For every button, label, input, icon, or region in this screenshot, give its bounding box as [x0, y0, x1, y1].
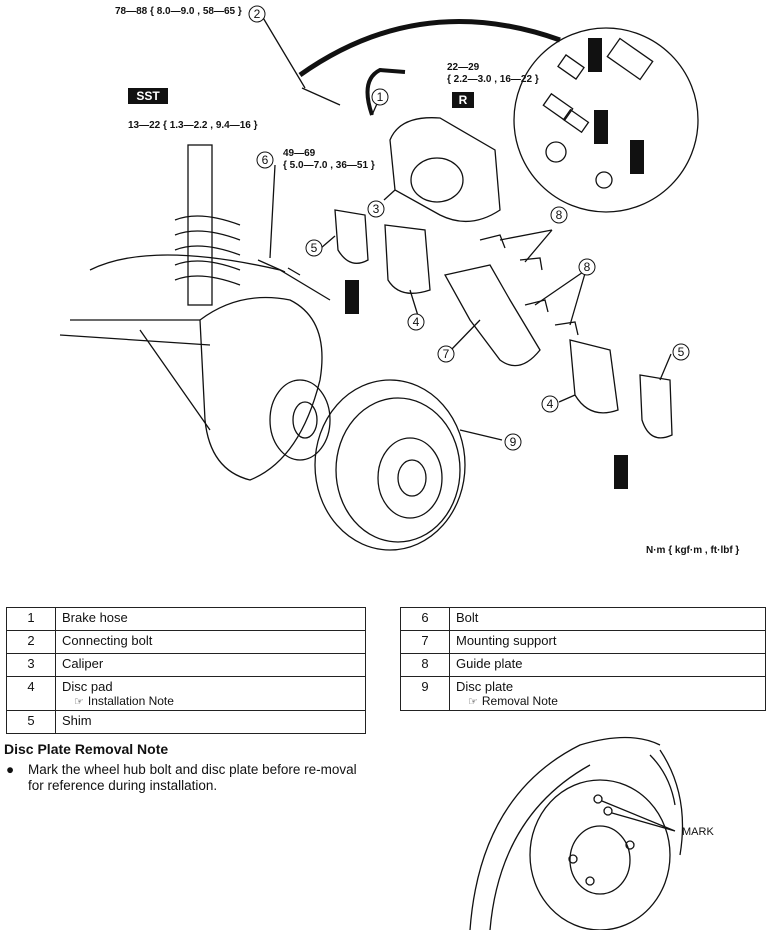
callout-9: 9	[510, 435, 517, 449]
reference-icon: ☞	[468, 696, 478, 708]
bullet-icon: ●	[6, 762, 15, 777]
shim-shape-left	[334, 209, 369, 264]
table-row: 4 Disc pad ☞Installation Note	[6, 676, 366, 711]
disc-pad-shape-left	[384, 224, 431, 294]
svg-text:N·m { kgf·m , ft·lbf }: N·m { kgf·m , ft·lbf }	[646, 545, 739, 556]
detail-arc	[298, 19, 561, 78]
r-badge	[452, 92, 474, 108]
svg-text:78—88 { 8.0—9.0 , 58—65 }: 78—88 { 8.0—9.0 , 58—65 }	[115, 6, 242, 17]
callout-5: 5	[311, 241, 318, 255]
disc-mark-detail: MARK	[469, 736, 714, 930]
mark-label: MARK	[682, 826, 714, 838]
brake-exploded-diagram: SST R 78—88 { 8.0—9.0 , 58—65 } 22—29 { …	[59, 5, 739, 556]
callout-6: 6	[262, 153, 269, 167]
callout-3: 3	[373, 202, 380, 216]
callout-4: 4	[413, 315, 420, 329]
svg-text:R: R	[459, 93, 468, 107]
svg-text:{ 2.2—3.0 , 16—22 }: { 2.2—3.0 , 16—22 }	[447, 74, 539, 85]
removal-note-text: Mark the wheel hub bolt and disc plate b…	[28, 762, 357, 793]
callout-7: 7	[443, 347, 450, 361]
grease-can-icon	[345, 38, 644, 489]
svg-text:13—22 { 1.3—2.2 , 9.4—16 }: 13—22 { 1.3—2.2 , 9.4—16 }	[128, 120, 258, 131]
removal-note-heading: Disc Plate Removal Note	[4, 741, 169, 757]
callout-8b: 8	[584, 260, 591, 274]
reference-icon: ☞	[74, 696, 84, 708]
disc-pad-shape-right	[569, 339, 619, 414]
table-row: 9 Disc plate ☞Removal Note	[400, 676, 766, 711]
caliper-shape	[389, 117, 501, 223]
callout-1: 1	[377, 90, 384, 104]
svg-text:{ 5.0—7.0 , 36—51 }: { 5.0—7.0 , 36—51 }	[283, 160, 375, 171]
mounting-support-shape	[444, 264, 541, 367]
callout-2: 2	[254, 7, 261, 21]
sst-badge	[128, 88, 168, 104]
svg-text:SST: SST	[136, 89, 160, 103]
shim-shape-right	[639, 374, 673, 439]
grease-detail-circle	[513, 27, 699, 213]
callout-5b: 5	[678, 345, 685, 359]
svg-text:22—29: 22—29	[447, 62, 480, 73]
callout-4b: 4	[547, 397, 554, 411]
disc-plate-shape	[314, 379, 466, 551]
callout-8: 8	[556, 208, 563, 222]
svg-text:49—69: 49—69	[283, 148, 316, 159]
